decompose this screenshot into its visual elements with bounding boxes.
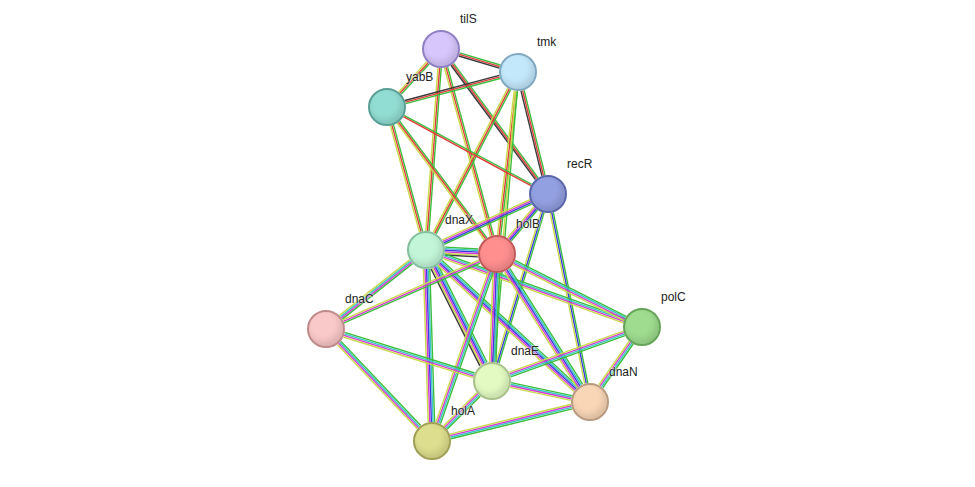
evidence-line: [337, 344, 417, 428]
evidence-line: [439, 272, 492, 423]
interaction-edge: [423, 269, 434, 422]
evidence-line: [340, 342, 420, 426]
protein-label: holA: [451, 404, 475, 418]
protein-label: dnaE: [511, 344, 539, 358]
evidence-line: [510, 333, 624, 374]
interaction-edge: [343, 260, 480, 323]
evidence-line: [338, 343, 418, 427]
evidence-line: [459, 56, 500, 68]
protein-label: dnaC: [345, 292, 374, 306]
evidence-line: [445, 394, 478, 427]
evidence-line: [601, 343, 631, 387]
protein-node: dnaC: [307, 310, 345, 348]
evidence-line: [510, 334, 624, 375]
interaction-edge: [521, 90, 545, 176]
evidence-line: [521, 91, 542, 176]
interaction-edge: [509, 331, 625, 377]
evidence-line: [446, 395, 479, 428]
interaction-edge: [450, 404, 572, 439]
evidence-line: [511, 384, 572, 397]
interaction-edge: [433, 88, 510, 234]
interaction-edge: [403, 115, 531, 185]
protein-label: recR: [567, 157, 592, 171]
protein-node: dnaN: [571, 383, 609, 421]
evidence-line: [342, 264, 412, 319]
evidence-line: [423, 269, 428, 422]
interaction-edge: [397, 121, 487, 239]
evidence-line: [510, 387, 571, 400]
protein-node: dnaE: [473, 362, 511, 400]
protein-label: tmk: [537, 35, 556, 49]
evidence-line: [523, 90, 544, 175]
evidence-line: [490, 273, 494, 362]
protein-label: tilS: [460, 12, 477, 26]
evidence-line: [509, 331, 623, 372]
evidence-line: [433, 88, 508, 232]
protein-label: dnaN: [609, 365, 638, 379]
protein-node: recR: [529, 175, 567, 213]
evidence-line: [343, 262, 479, 322]
interaction-edge: [599, 341, 633, 388]
evidence-line: [600, 342, 630, 386]
evidence-line: [437, 272, 490, 423]
evidence-line: [444, 393, 477, 426]
evidence-line: [436, 271, 489, 422]
protein-node: tmk: [499, 53, 537, 91]
interaction-edge: [510, 383, 572, 401]
interaction-edge: [444, 393, 481, 430]
evidence-line: [435, 89, 510, 233]
evidence-line: [341, 262, 411, 317]
protein-node: yabB: [368, 88, 406, 126]
evidence-line: [392, 125, 421, 231]
evidence-line: [398, 122, 485, 239]
evidence-line: [442, 261, 578, 387]
protein-node: polC: [623, 308, 661, 346]
evidence-line: [524, 90, 545, 175]
interaction-edge: [390, 125, 422, 232]
protein-label: dnaX: [445, 213, 473, 227]
evidence-line: [404, 115, 532, 184]
protein-node: dnaX: [407, 231, 445, 269]
evidence-line: [511, 336, 625, 377]
evidence-line: [508, 269, 581, 385]
protein-node: tilS: [422, 30, 460, 68]
evidence-line: [510, 386, 571, 399]
evidence-line: [447, 396, 480, 429]
evidence-line: [510, 268, 583, 384]
evidence-line: [450, 404, 571, 434]
interaction-edge: [436, 271, 493, 424]
protein-node: holB: [478, 235, 516, 273]
interaction-edge: [339, 260, 412, 319]
evidence-line: [460, 53, 501, 65]
evidence-line: [441, 273, 494, 424]
interaction-edge: [490, 273, 500, 362]
interaction-edge: [459, 53, 501, 68]
evidence-line: [394, 125, 423, 231]
evidence-line: [343, 260, 479, 320]
protein-label: yabB: [406, 70, 433, 84]
evidence-line: [344, 263, 480, 323]
protein-node: holA: [413, 422, 451, 460]
evidence-line: [400, 121, 487, 238]
protein-label: holB: [516, 217, 540, 231]
evidence-line: [397, 123, 484, 240]
evidence-line: [459, 54, 500, 66]
evidence-line: [341, 341, 421, 425]
interaction-edge: [337, 341, 420, 429]
protein-label: polC: [661, 290, 686, 304]
